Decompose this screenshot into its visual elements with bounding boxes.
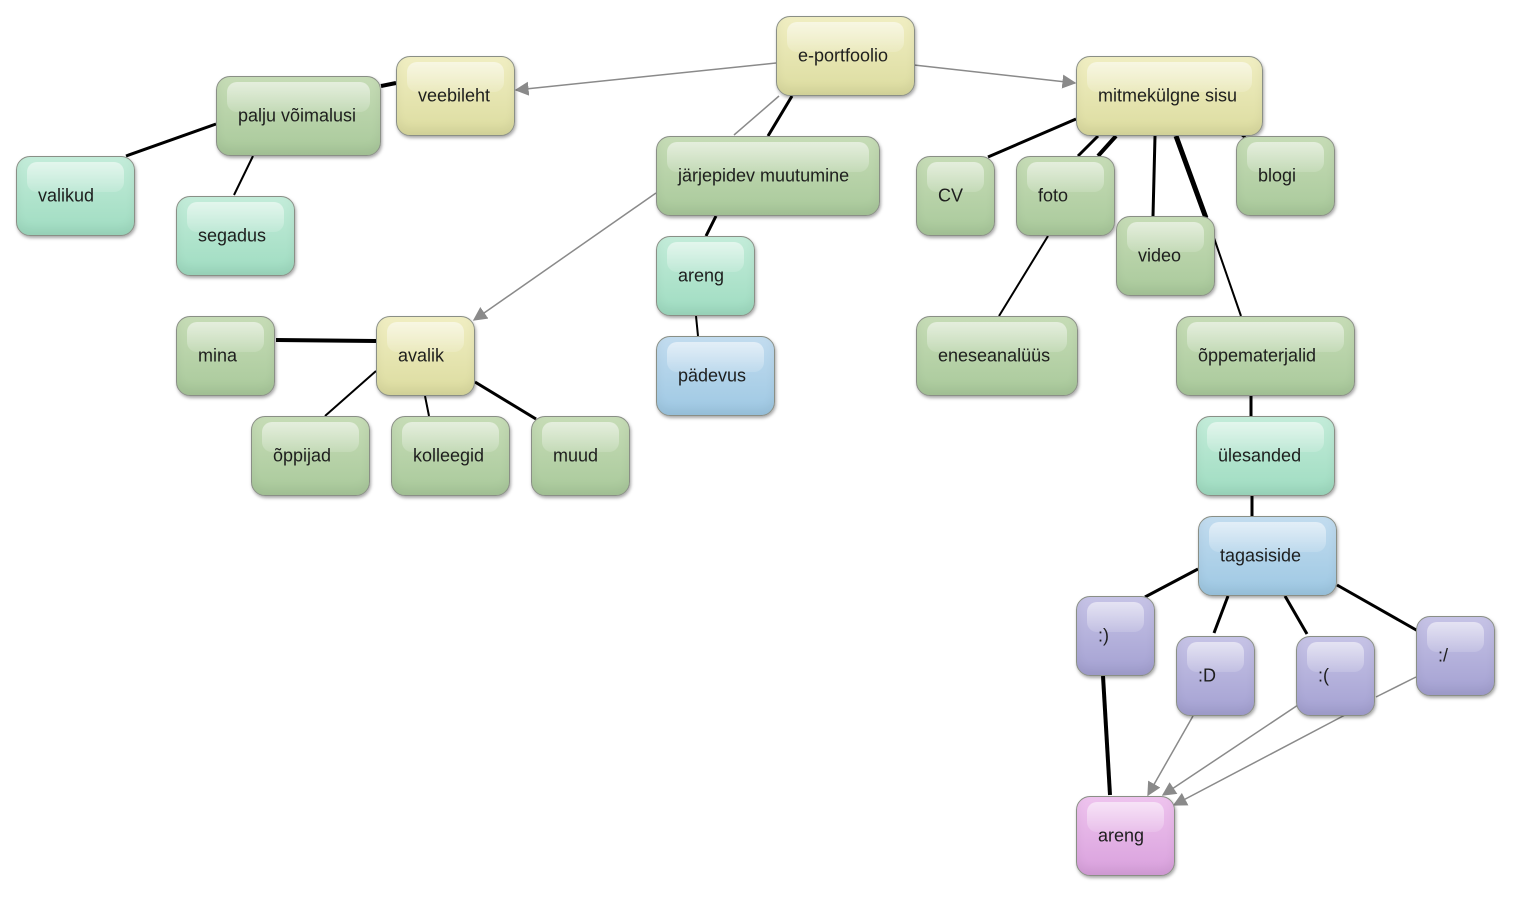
link-tagasiside-bigsmile	[1212, 595, 1230, 634]
node-label: CV	[938, 185, 964, 206]
node-label: eneseanalüüs	[938, 345, 1051, 366]
node-e-portfoolio[interactable]: e-portfoolio	[776, 16, 915, 96]
node-segadus[interactable]: segadus	[176, 196, 295, 276]
node-label: valikud	[38, 185, 95, 206]
link-smile-areng	[1101, 675, 1112, 796]
arrow-bigsmile-areng	[1147, 715, 1194, 797]
link-avalik-oppijad	[324, 370, 377, 417]
node-jarjepidev-muutumine[interactable]: järjepidev muutumine	[656, 136, 880, 216]
node-areng-final[interactable]: areng	[1076, 796, 1175, 876]
node-label: :D	[1198, 665, 1216, 686]
link-avalik-kolleegid	[424, 395, 430, 417]
node-areng[interactable]: areng	[656, 236, 755, 316]
node-mitmekulgne-sisu[interactable]: mitmekülgne sisu	[1076, 56, 1263, 136]
node-label: palju võimalusi	[238, 105, 357, 126]
node-cv[interactable]: CV	[916, 156, 995, 236]
arrow-e-portfoolio-avalik-b	[472, 192, 657, 321]
node-meh[interactable]: :/	[1416, 616, 1495, 696]
node-muud[interactable]: muud	[531, 416, 630, 496]
link-mitmekulgne-sisu-foto	[1076, 134, 1100, 158]
link-mitmekulgne-sisu-foto-b	[1096, 134, 1118, 158]
node-mina[interactable]: mina	[176, 316, 275, 396]
node-avalik[interactable]: avalik	[376, 316, 475, 396]
node-smile[interactable]: :)	[1076, 596, 1155, 676]
node-tagasiside[interactable]: tagasiside	[1198, 516, 1337, 596]
link-avalik-mina	[275, 338, 377, 343]
node-video[interactable]: video	[1116, 216, 1215, 296]
node-label: areng	[1098, 825, 1145, 846]
node-veebileht[interactable]: veebileht	[396, 56, 515, 136]
node-foto[interactable]: foto	[1016, 156, 1115, 236]
link-palju-voimalusi-segadus	[233, 155, 254, 196]
node-palju-voimalusi[interactable]: palju võimalusi	[216, 76, 381, 156]
node-padevus[interactable]: pädevus	[656, 336, 775, 416]
node-label: ülesanded	[1218, 445, 1302, 466]
node-label: veebileht	[418, 85, 491, 106]
node-label: tagasiside	[1220, 545, 1302, 566]
node-label: :/	[1438, 645, 1449, 666]
arrow-meh-areng	[1375, 676, 1417, 698]
node-label: õppijad	[273, 445, 332, 466]
link-jarjepidev-muutumine-areng	[704, 215, 718, 237]
node-label: pädevus	[678, 365, 747, 386]
node-label: video	[1138, 245, 1182, 266]
link-e-portfoolio-jarjepidev-muutumine	[766, 95, 794, 137]
node-label: e-portfoolio	[798, 45, 889, 66]
node-label: avalik	[398, 345, 445, 366]
node-label: mitmekülgne sisu	[1098, 85, 1238, 106]
node-ulesanded[interactable]: ülesanded	[1196, 416, 1335, 496]
link-foto-eneseanaluus	[998, 235, 1049, 317]
node-label: segadus	[198, 225, 267, 246]
node-oppematerjalid[interactable]: õppematerjalid	[1176, 316, 1355, 396]
node-sad[interactable]: :(	[1296, 636, 1375, 716]
node-eneseanaluus[interactable]: eneseanalüüs	[916, 316, 1078, 396]
arrow-e-portfoolio-veebileht	[514, 62, 777, 96]
link-veebileht-palju-voimalusi	[380, 81, 397, 88]
node-label: muud	[553, 445, 599, 466]
node-label: kolleegid	[413, 445, 485, 466]
node-label: foto	[1038, 185, 1069, 206]
link-video-oppematerjalid	[1213, 237, 1242, 317]
arrow-e-portfoolio-mitmekulgne-sisu	[913, 64, 1077, 89]
link-tagasiside-smile	[1144, 567, 1199, 599]
link-tagasiside-sad	[1283, 595, 1309, 635]
link-mitmekulgne-sisu-cv	[987, 117, 1077, 159]
link-areng-padevus	[695, 315, 699, 337]
node-label: järjepidev muutumine	[678, 165, 850, 186]
arrow-sad-areng	[1161, 704, 1299, 796]
node-oppijad[interactable]: õppijad	[251, 416, 370, 496]
node-label: blogi	[1258, 165, 1297, 186]
node-blogi[interactable]: blogi	[1236, 136, 1335, 216]
link-mitmekulgne-sisu-video	[1151, 135, 1157, 217]
node-valikud[interactable]: valikud	[16, 156, 135, 236]
node-label: :(	[1318, 665, 1329, 686]
arrow-e-portfoolio-avalik-a	[733, 95, 780, 136]
arrow-meh-areng-b	[1172, 714, 1346, 806]
node-label: areng	[678, 265, 725, 286]
node-label: :)	[1098, 625, 1109, 646]
link-palju-voimalusi-valikud	[125, 122, 217, 158]
link-tagasiside-meh	[1336, 583, 1419, 633]
node-label: mina	[198, 345, 238, 366]
node-bigsmile[interactable]: :D	[1176, 636, 1255, 716]
link-mitmekulgne-sisu-video-b	[1173, 135, 1209, 219]
node-kolleegid[interactable]: kolleegid	[391, 416, 510, 496]
link-avalik-muud	[474, 380, 537, 421]
node-label: õppematerjalid	[1198, 345, 1317, 366]
